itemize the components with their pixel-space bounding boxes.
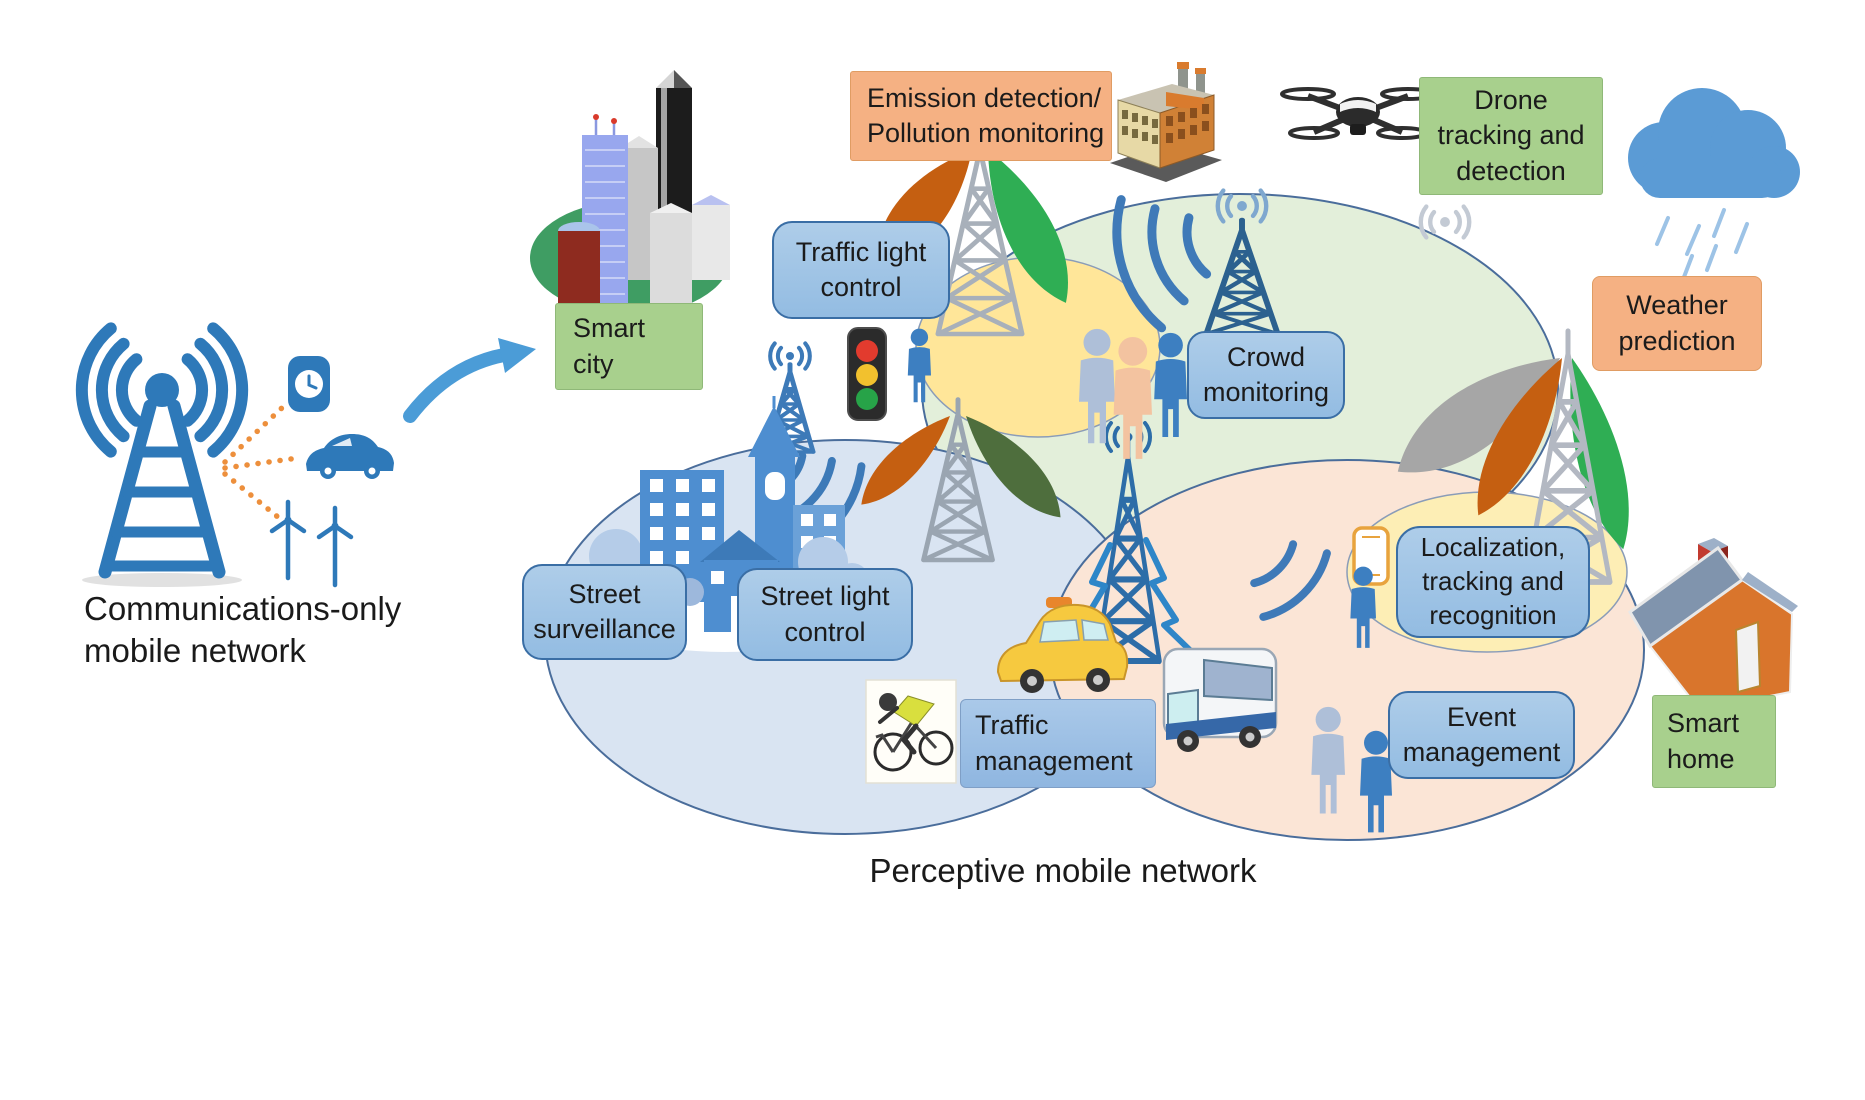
perceptive-network-title: Perceptive mobile network: [869, 852, 1257, 889]
smartwatch-icon: [288, 356, 330, 412]
traffic-light-control-label: Traffic light control: [772, 221, 950, 319]
traffic-tower-waves-icon: [1250, 540, 1331, 621]
street-surveillance-label: Street surveillance: [522, 564, 687, 660]
rain-cloud-icon: [1628, 88, 1800, 279]
smart-city-icon: [530, 70, 730, 316]
crowd-monitoring-label: Crowd monitoring: [1187, 331, 1345, 419]
taxi-icon: [996, 597, 1129, 693]
event-management-label: Event management: [1388, 691, 1575, 779]
drone-tracking-label: Drone tracking and detection: [1419, 77, 1603, 195]
sensing-rays-icon: [222, 401, 301, 525]
car-icon: [306, 434, 394, 479]
traffic-management-label: Traffic management: [960, 699, 1156, 788]
localization-tracking-label: Localization, tracking and recognition: [1396, 526, 1590, 638]
wind-turbines-icon: [269, 499, 354, 588]
transition-arrow-icon: [403, 338, 536, 423]
factory-icon: [1110, 62, 1222, 182]
weather-prediction-label: Weather prediction: [1592, 276, 1762, 371]
smart-home-label: Smart home: [1652, 695, 1776, 788]
street-light-control-label: Street light control: [737, 568, 913, 661]
communications-only-caption: Communications-only mobile network: [84, 590, 402, 670]
smart-city-label: Smart city: [555, 303, 703, 390]
drone-icon: [1280, 87, 1436, 140]
smart-home-icon: [1628, 538, 1798, 712]
cyclist-icon: [865, 679, 957, 784]
lightning-bolt-right-icon: [1143, 537, 1201, 661]
traffic-light-icon: [847, 327, 887, 421]
bus-icon: [1162, 647, 1278, 752]
crowd-tower-waves-icon: [1112, 195, 1212, 333]
emission-detection-label: Emission detection/ Pollution monitoring: [850, 71, 1112, 161]
cell-tower-icon: [75, 322, 249, 587]
